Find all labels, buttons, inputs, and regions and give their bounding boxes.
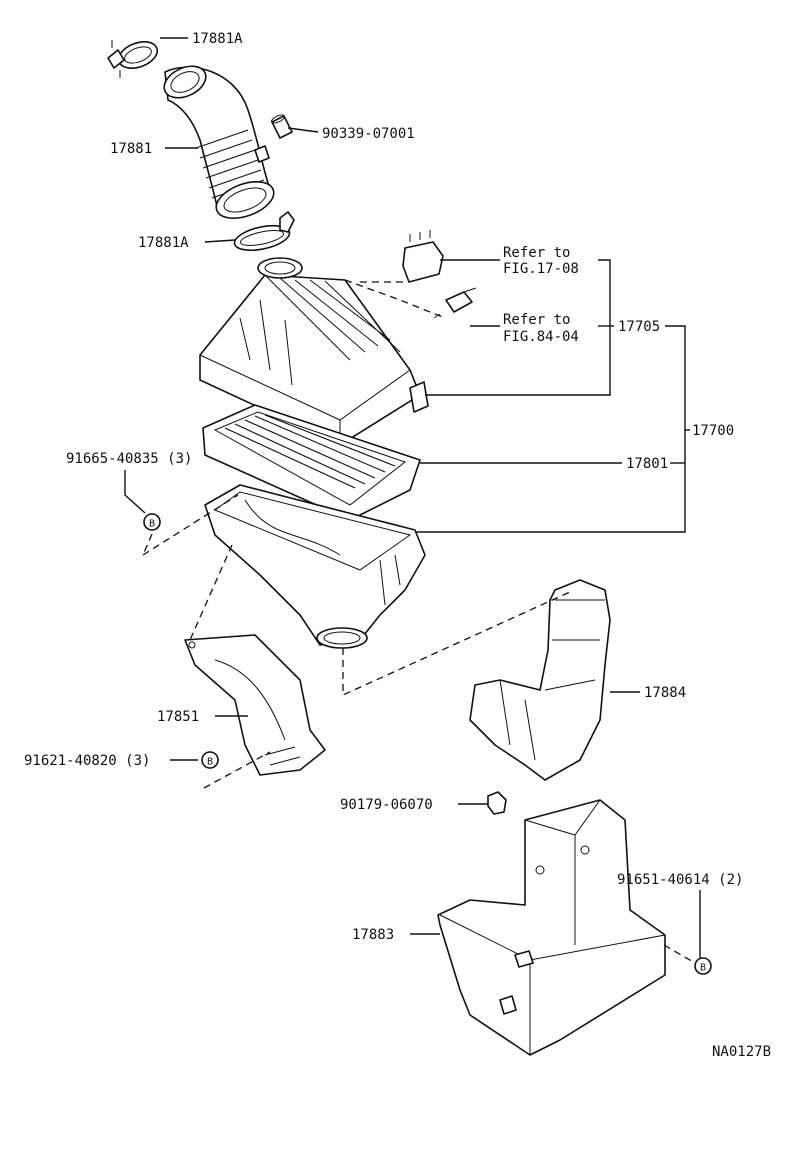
ref-mark-1: B <box>143 513 161 531</box>
label-refer-1-a: Refer to <box>503 245 570 261</box>
hose-clamp-bottom-drawing <box>233 211 295 252</box>
label-drawing-code: NA0127B <box>712 1044 771 1060</box>
label-bolt-3: 91651-40614 (2) <box>617 872 743 888</box>
bracket-drawing <box>184 634 326 776</box>
label-bracket: 17851 <box>157 709 199 725</box>
hose-clamp-top-drawing <box>107 40 159 78</box>
vsv-drawing <box>402 230 477 319</box>
label-resonator: 17883 <box>352 927 394 943</box>
inlet-drawing <box>469 579 611 781</box>
label-pipe-stop: 90339-07001 <box>322 126 415 142</box>
leader-lines <box>124 37 701 964</box>
label-hose: 17881 <box>110 141 152 157</box>
label-refer-1-b: FIG.17-08 <box>503 261 579 277</box>
label-cleaner-assy: 17700 <box>692 423 734 439</box>
ref-mark-3: B <box>694 957 712 975</box>
pipe-stop-drawing <box>271 114 293 139</box>
ref-mark-2: B <box>201 751 219 769</box>
label-refer-2-a: Refer to <box>503 312 570 328</box>
ref-mark-1-text: B <box>149 519 155 530</box>
label-clip: 90179-06070 <box>340 797 433 813</box>
cleaner-cap-drawing <box>199 257 429 446</box>
label-bolt-2: 91621-40820 (3) <box>24 753 150 769</box>
label-hose-clamp-bottom: 17881A <box>138 235 189 251</box>
label-hose-clamp-top: 17881A <box>192 31 243 47</box>
label-inlet: 17884 <box>644 685 686 701</box>
label-bolt-1: 91665-40835 (3) <box>66 451 192 467</box>
hose-drawing <box>163 65 275 220</box>
label-element: 17801 <box>626 456 668 472</box>
resonator-drawing <box>437 799 666 1056</box>
cleaner-case-drawing <box>204 484 426 649</box>
label-refer-2-b: FIG.84-04 <box>503 329 579 345</box>
clip-drawing <box>487 791 507 815</box>
ref-mark-2-text: B <box>207 757 213 768</box>
element-drawing <box>202 404 421 521</box>
label-cap-sub-assy: 17705 <box>618 319 660 335</box>
ref-mark-3-text: B <box>700 963 706 974</box>
